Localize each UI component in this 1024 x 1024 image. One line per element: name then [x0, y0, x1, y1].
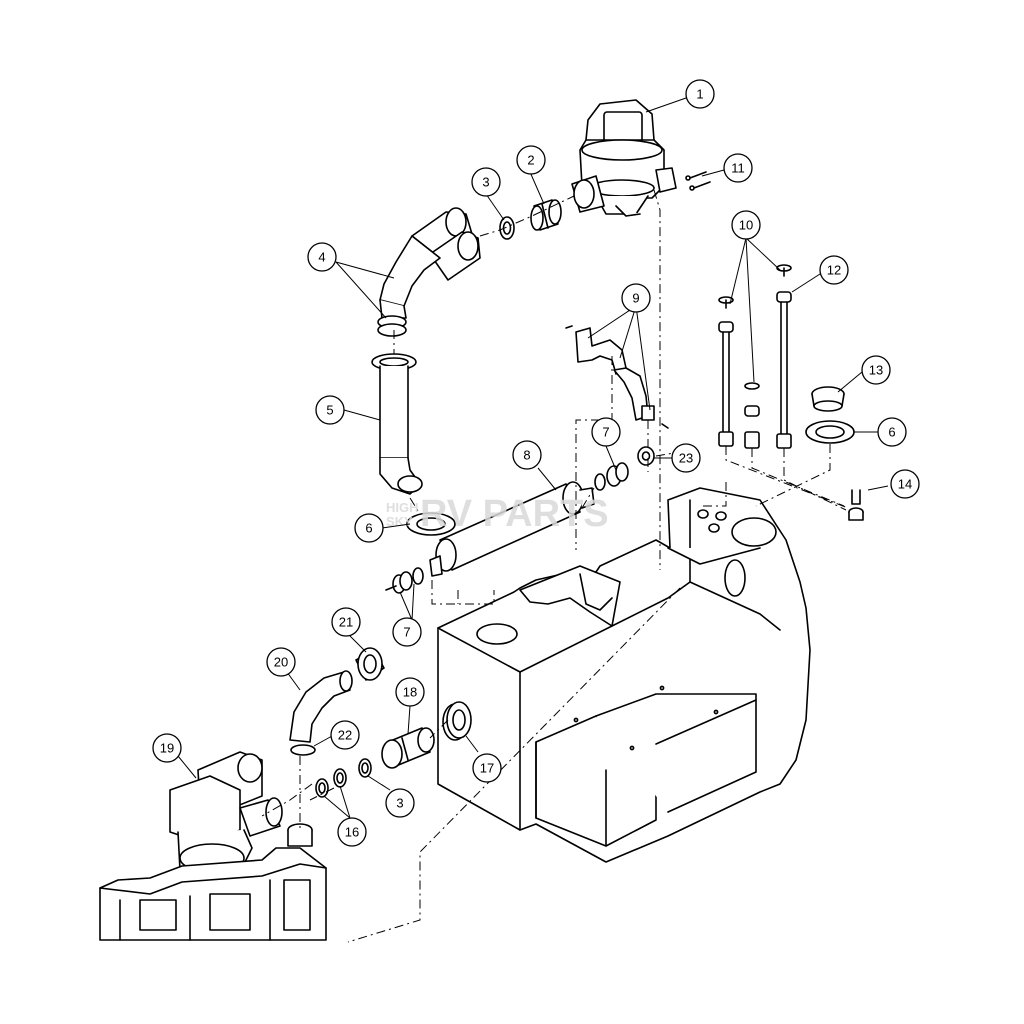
callout-3-top: 3 [471, 167, 501, 197]
callout-23: 23 [671, 443, 701, 473]
svg-text:7: 7 [602, 425, 609, 440]
callout-21: 21 [331, 607, 361, 637]
svg-text:8: 8 [523, 448, 530, 463]
fill-cap [812, 387, 844, 411]
check-valve-left [386, 568, 423, 593]
callout-14: 14 [890, 469, 920, 499]
assembly-guide-lines [261, 189, 849, 943]
vertical-hose [372, 354, 422, 494]
svg-text:17: 17 [480, 761, 494, 776]
svg-text:12: 12 [827, 263, 841, 278]
mounting-brackets [566, 326, 668, 428]
svg-text:9: 9 [632, 291, 639, 306]
tie-rods [719, 265, 791, 448]
callout-7-right: 7 [591, 417, 621, 447]
watermark-small-top: HIGH [386, 500, 419, 515]
svg-text:14: 14 [898, 477, 912, 492]
svg-text:3: 3 [482, 175, 489, 190]
check-valve-right [595, 463, 628, 490]
svg-text:2: 2 [527, 153, 534, 168]
spacer-rings [316, 769, 346, 797]
svg-text:21: 21 [339, 615, 353, 630]
callout-17: 17 [472, 753, 502, 783]
callout-6-right: 6 [877, 417, 907, 447]
svg-text:5: 5 [326, 403, 333, 418]
svg-text:20: 20 [274, 655, 288, 670]
callout-7-left: 7 [392, 617, 422, 647]
threaded-adapter [382, 728, 434, 768]
curved-hose [290, 671, 352, 742]
grommet-right [806, 421, 854, 443]
svg-text:13: 13 [869, 363, 883, 378]
callout-1: 1 [685, 79, 715, 109]
callout-11: 11 [723, 153, 753, 183]
callout-4: 4 [307, 242, 337, 272]
callout-22: 22 [330, 720, 360, 750]
callouts: 1 2 3 3 4 5 6 6 7 7 8 9 10 11 12 13 14 1… [152, 79, 920, 847]
callout-18: 18 [395, 677, 425, 707]
hose-o-ring [291, 745, 315, 755]
elbow-fitting [378, 208, 480, 336]
callout-8: 8 [512, 440, 542, 470]
holding-tank [438, 488, 810, 862]
svg-text:10: 10 [739, 218, 753, 233]
callout-16: 16 [337, 817, 367, 847]
svg-text:18: 18 [403, 685, 417, 700]
callout-leaders [177, 97, 889, 819]
svg-text:16: 16 [345, 825, 359, 840]
callout-10: 10 [731, 210, 761, 240]
callout-3-lower: 3 [385, 788, 415, 818]
svg-text:7: 7 [403, 625, 410, 640]
callout-12: 12 [819, 255, 849, 285]
callout-19: 19 [152, 733, 182, 763]
svg-text:6: 6 [365, 521, 372, 536]
callout-9: 9 [621, 283, 651, 313]
watermark-main: RV PARTS [420, 493, 609, 535]
callout-2: 2 [516, 145, 546, 175]
svg-text:4: 4 [318, 250, 325, 265]
sensor-fitting [849, 490, 863, 520]
lower-pump-assembly [100, 752, 326, 940]
filter-canister [430, 482, 594, 576]
mounting-screws [685, 172, 710, 191]
pump-assembly-top [572, 100, 676, 216]
callout-5: 5 [315, 395, 345, 425]
svg-text:3: 3 [396, 796, 403, 811]
svg-text:1: 1 [696, 87, 703, 102]
svg-text:23: 23 [679, 451, 693, 466]
svg-text:22: 22 [338, 728, 352, 743]
watermark: HIGH SKY RV PARTS [386, 493, 609, 535]
cap-nut [356, 648, 384, 680]
svg-text:11: 11 [731, 161, 745, 176]
callout-6-left: 6 [354, 513, 384, 543]
svg-text:19: 19 [160, 741, 174, 756]
callout-13: 13 [861, 355, 891, 385]
side-grommet [447, 702, 471, 738]
svg-text:6: 6 [888, 425, 895, 440]
watermark-small-bottom: SKY [386, 514, 413, 529]
grommet-left [407, 513, 455, 535]
callout-20: 20 [266, 647, 296, 677]
